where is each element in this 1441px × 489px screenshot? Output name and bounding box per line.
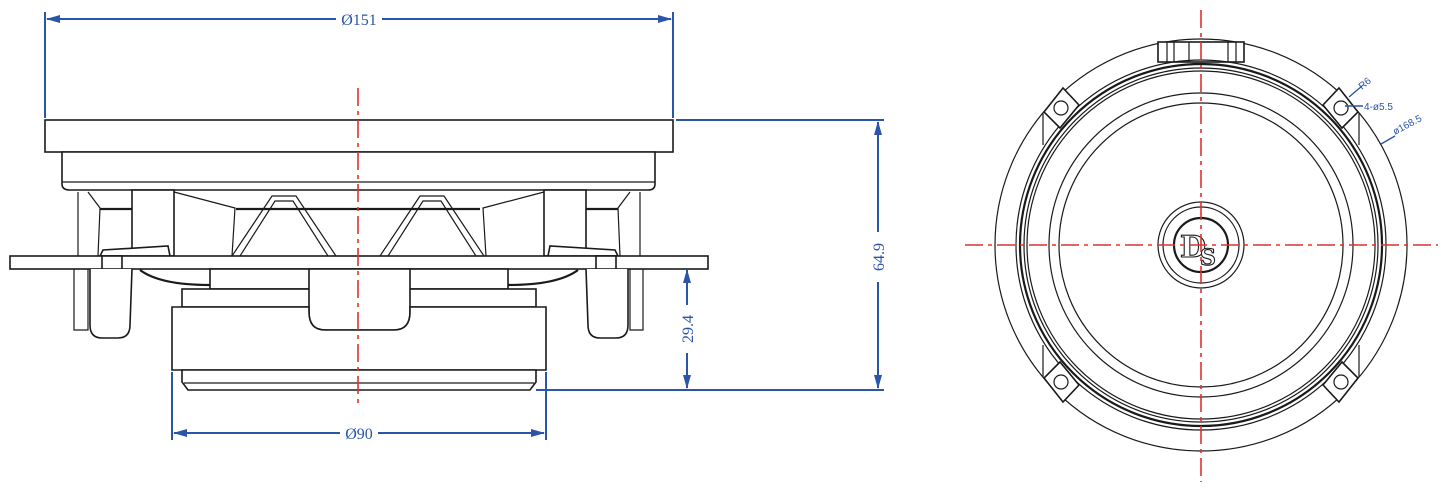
dimension-mounting-depth: 29.4	[680, 269, 697, 389]
svg-text:S: S	[1200, 245, 1216, 271]
basket-frame	[77, 189, 641, 257]
mounting-hole-top-right	[1321, 86, 1360, 145]
overall-diameter-label: Ø151	[341, 12, 377, 29]
hole-radius-label: R6	[1357, 75, 1374, 92]
dimension-total-depth: 64.9	[536, 119, 888, 391]
bottom-plate	[181, 369, 537, 391]
callout-mounting-holes: 4-ø5.5	[1345, 102, 1393, 113]
top-flange	[44, 119, 674, 153]
side-view: Ø151 Ø90 64.9 29.4	[9, 12, 888, 443]
bolt-circle-label: ø168.5	[1391, 113, 1424, 138]
mounting-holes-label: 4-ø5.5	[1364, 102, 1393, 113]
mounting-hole-top-left	[1042, 86, 1081, 145]
pole-notch	[308, 268, 411, 331]
callout-hole-radius: R6	[1348, 75, 1374, 98]
mounting-tabs	[73, 268, 644, 339]
dimension-magnet-diameter: Ø90	[171, 372, 547, 443]
magnet-diameter-label: Ø90	[345, 426, 373, 443]
dimension-overall-diameter: Ø151	[44, 12, 674, 118]
callout-bolt-circle: ø168.5	[1380, 113, 1424, 145]
magnet	[171, 306, 547, 371]
mounting-hole-bottom-left	[1042, 345, 1081, 404]
front-view: D S R6	[965, 10, 1438, 482]
total-depth-label: 64.9	[871, 243, 888, 271]
mounting-depth-label: 29.4	[680, 315, 697, 343]
mounting-hole-bottom-right	[1321, 345, 1360, 404]
brand-logo-icon: D S	[1179, 229, 1216, 271]
basket-upper	[61, 151, 656, 191]
